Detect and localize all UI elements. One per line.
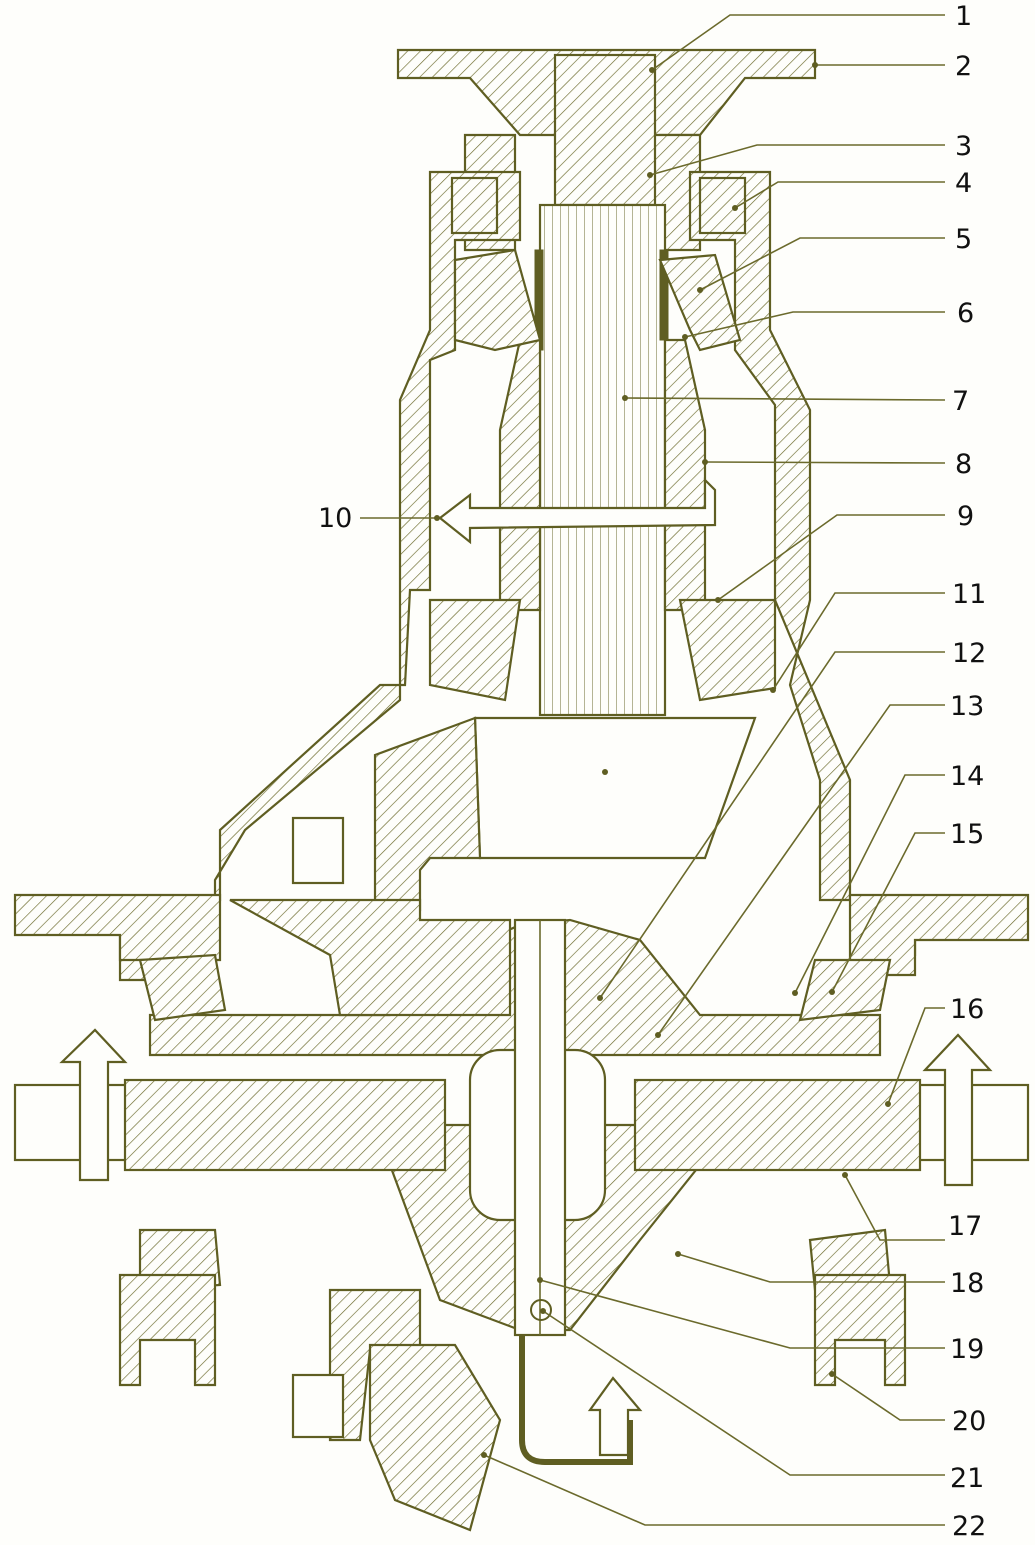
callout-3: 3 bbox=[955, 131, 972, 162]
pinion-gear bbox=[473, 716, 757, 860]
callout-1: 1 bbox=[955, 1, 972, 32]
callout-labels: 1 2 3 4 5 6 7 8 9 10 11 12 13 14 15 16 1… bbox=[318, 1, 986, 1542]
spacer-sleeve-right bbox=[663, 338, 707, 612]
callout-20: 20 bbox=[952, 1406, 986, 1437]
pinion-carrier bbox=[373, 716, 482, 912]
bearing-cap-left bbox=[118, 1273, 217, 1387]
callout-12: 12 bbox=[952, 638, 986, 669]
callout-19: 19 bbox=[950, 1334, 984, 1365]
callout-11: 11 bbox=[952, 579, 986, 610]
spacer-sleeve bbox=[498, 338, 542, 612]
axle-arrow-left bbox=[59, 1028, 128, 1182]
axle-shaft-left-stub bbox=[13, 1083, 137, 1162]
oil-return-arrow bbox=[587, 1376, 643, 1457]
callout-17: 17 bbox=[948, 1211, 982, 1242]
callout-5: 5 bbox=[955, 224, 972, 255]
seal-left bbox=[450, 176, 499, 235]
callout-6: 6 bbox=[957, 298, 974, 329]
callout-15: 15 bbox=[950, 819, 984, 850]
lower-bearing-right bbox=[678, 598, 777, 702]
upper-bearing-right bbox=[658, 253, 742, 352]
bolt-lower bbox=[291, 1373, 345, 1439]
ring-gear-section bbox=[229, 898, 512, 1017]
callout-14: 14 bbox=[950, 761, 984, 792]
leader-dots bbox=[434, 62, 891, 1458]
leader-lines bbox=[360, 14, 946, 1526]
ring-gear bbox=[368, 1343, 502, 1532]
callout-10: 10 bbox=[318, 503, 352, 534]
callout-7: 7 bbox=[952, 386, 969, 417]
upper-bearing-left bbox=[453, 248, 542, 352]
lower-bearing-left bbox=[428, 598, 522, 702]
bolt-upper bbox=[291, 816, 345, 885]
side-bearing-right-upper bbox=[798, 958, 892, 1022]
axle-shaft-left bbox=[123, 1078, 447, 1172]
callout-21: 21 bbox=[950, 1463, 984, 1494]
callout-18: 18 bbox=[950, 1268, 984, 1299]
seal-right bbox=[698, 176, 747, 235]
callout-22: 22 bbox=[952, 1511, 986, 1542]
side-bearing-left-upper bbox=[138, 953, 227, 1022]
callout-2: 2 bbox=[955, 51, 972, 82]
left-flange-ear bbox=[13, 893, 222, 962]
nut bbox=[553, 53, 657, 207]
bearing-cap-right bbox=[813, 1273, 907, 1387]
oil-return-tube bbox=[519, 1335, 633, 1465]
axle-shaft-right bbox=[633, 1078, 922, 1172]
callout-8: 8 bbox=[955, 449, 972, 480]
callout-4: 4 bbox=[955, 168, 972, 199]
callout-9: 9 bbox=[957, 501, 974, 532]
drawing-parts bbox=[13, 48, 1030, 1532]
retaining-pin bbox=[530, 1299, 552, 1321]
callout-16: 16 bbox=[950, 994, 984, 1025]
callout-13: 13 bbox=[950, 691, 984, 722]
axle-arrow-right bbox=[922, 1033, 993, 1187]
pinion-shaft bbox=[538, 203, 667, 717]
oil-flow-arrow bbox=[438, 477, 717, 545]
